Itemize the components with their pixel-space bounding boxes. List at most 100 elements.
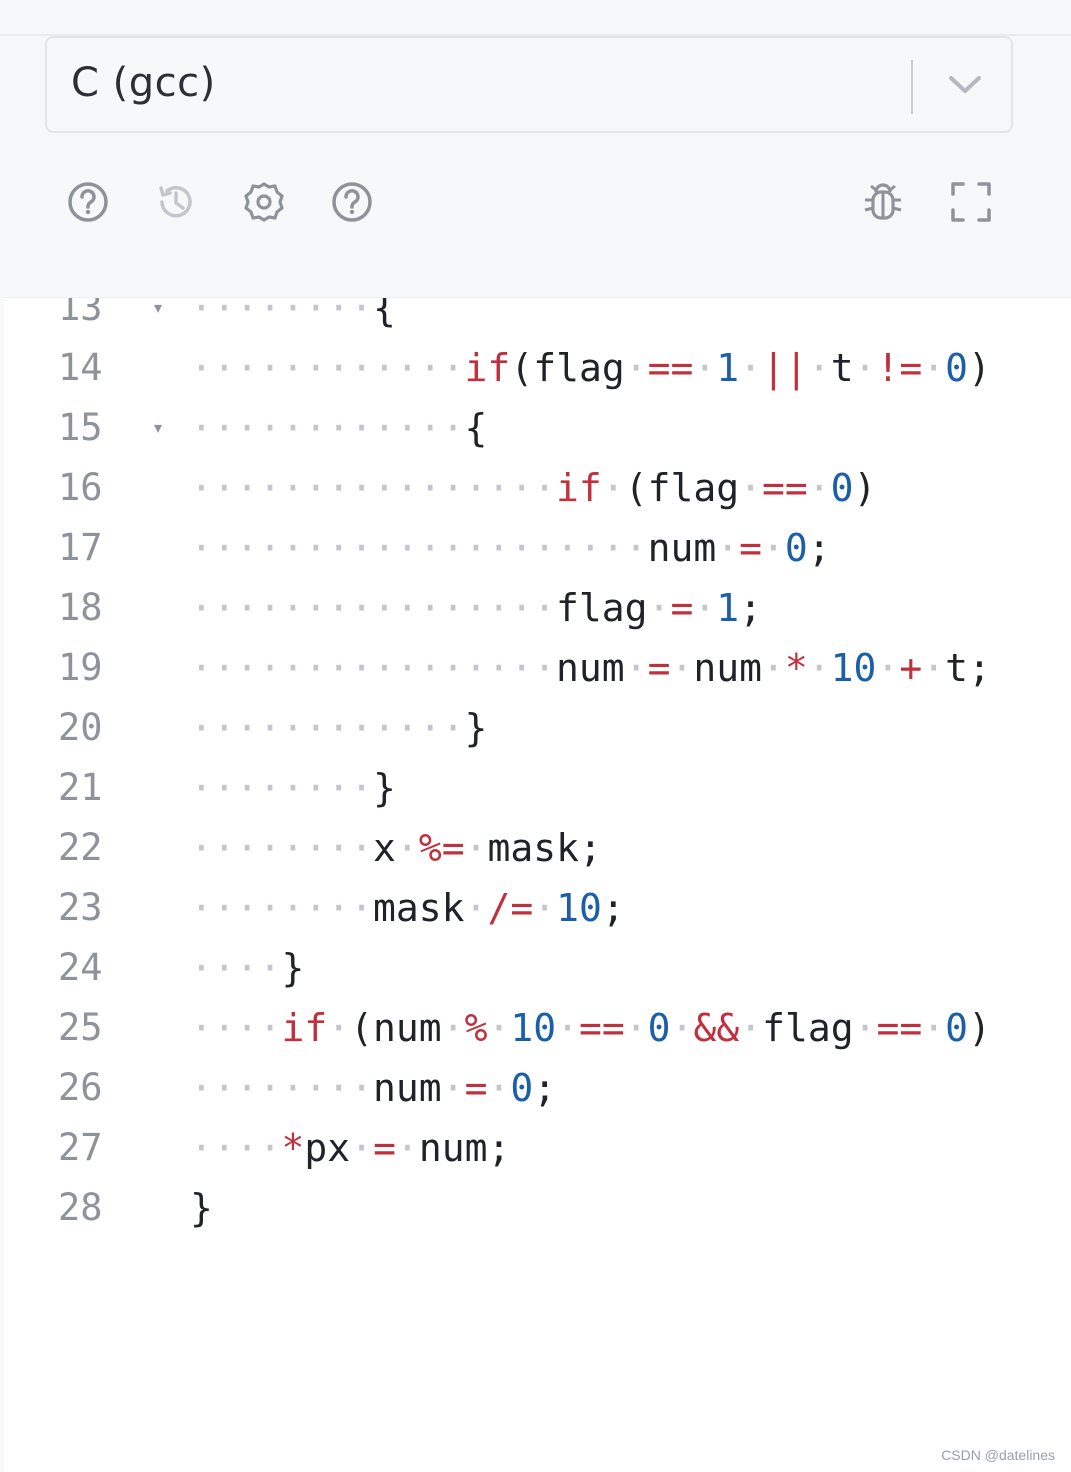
whitespace-marker: · — [670, 1006, 694, 1050]
code-line[interactable]: 24····} — [4, 938, 1071, 998]
line-number: 18 — [58, 586, 103, 629]
language-select[interactable]: C (gcc) — [45, 36, 1013, 133]
code-token: ; — [807, 526, 831, 570]
code-text: ····} — [190, 938, 304, 998]
code-text: ················if·(flag·==·0) — [190, 458, 876, 518]
code-text: ················num·=·num·*·10·+·t; — [190, 638, 991, 698]
whitespace-marker: ···················· — [190, 526, 648, 570]
code-token: 0 — [945, 1006, 969, 1050]
code-token: % — [464, 1006, 488, 1050]
whitespace-marker: · — [487, 1066, 511, 1110]
code-line[interactable]: 13 ▾ ········{ — [4, 297, 1071, 338]
whitespace-marker: · — [853, 346, 877, 390]
code-text: ············if(flag·==·1·||·t·!=·0) — [190, 338, 991, 398]
whitespace-marker: · — [441, 1006, 465, 1050]
whitespace-marker: · — [624, 346, 648, 390]
code-text: ····if·(num·%·10·==·0·&&·flag·==·0) — [190, 998, 991, 1058]
bug-icon[interactable] — [861, 180, 905, 224]
whitespace-marker: · — [624, 1006, 648, 1050]
code-token: t — [830, 346, 854, 390]
code-token: == — [761, 466, 808, 510]
line-number: 22 — [58, 826, 103, 869]
code-line[interactable]: 17····················num·=·0; — [4, 518, 1071, 578]
code-token: flag — [762, 1006, 854, 1050]
fullscreen-icon[interactable] — [949, 180, 993, 224]
fold-toggle-icon[interactable]: ▾ — [154, 298, 163, 317]
code-line[interactable]: 21········} — [4, 758, 1071, 818]
code-text: ············} — [190, 698, 487, 758]
code-line[interactable]: 22 ········x·%=·mask; — [4, 818, 1071, 878]
code-line[interactable]: 28} — [4, 1178, 1071, 1238]
code-line[interactable]: 20 ············} — [4, 698, 1071, 758]
code-text: } — [190, 1178, 213, 1238]
code-token: (num — [350, 1006, 442, 1050]
code-line[interactable]: 25····if·(num·%·10·==·0·&&·flag·==·0) — [4, 998, 1071, 1058]
code-token: num — [556, 646, 625, 690]
history-icon[interactable] — [154, 180, 198, 224]
code-token: = — [464, 1066, 488, 1110]
code-token: 0 — [945, 346, 969, 390]
whitespace-marker: · — [876, 646, 900, 690]
whitespace-marker: · — [395, 1126, 419, 1170]
line-number: 13 — [58, 297, 103, 329]
whitespace-marker: · — [739, 346, 763, 390]
code-editor[interactable]: 13▾········{14············if(flag·==·1·|… — [4, 297, 1071, 1472]
code-text: ········x·%=·mask; — [190, 818, 602, 878]
whitespace-marker: ········ — [190, 297, 374, 330]
code-token: num — [647, 526, 717, 570]
code-token: { — [373, 297, 396, 330]
code-token: || — [762, 346, 808, 390]
whitespace-marker: · — [922, 1006, 946, 1050]
code-line[interactable]: 15▾············{ — [4, 398, 1071, 458]
code-token: /= — [487, 886, 534, 930]
whitespace-marker: ················ — [190, 466, 557, 510]
code-line[interactable]: 26········num·=·0; — [4, 1058, 1071, 1118]
code-token: * — [281, 1126, 305, 1170]
code-token: } — [464, 706, 488, 750]
code-token: ) — [968, 1006, 991, 1050]
whitespace-marker: · — [693, 586, 717, 630]
code-token: } — [190, 1186, 213, 1230]
code-token: 0 — [510, 1066, 534, 1110]
code-line[interactable]: 23········mask·/=·10; — [4, 878, 1071, 938]
code-text: ············{ — [190, 398, 487, 458]
code-token: == — [579, 1006, 625, 1050]
whitespace-marker: ········ — [190, 766, 374, 810]
code-line[interactable]: 14············if(flag·==·1·||·t·!=·0) — [4, 338, 1071, 398]
code-line[interactable]: 18················flag·=·1; — [4, 578, 1071, 638]
code-token: %= — [418, 826, 465, 870]
gear-icon[interactable] — [242, 180, 286, 224]
code-text: ····*px·=·num; — [190, 1118, 510, 1178]
whitespace-marker: · — [464, 826, 488, 870]
code-token: 10 — [830, 646, 877, 690]
code-token: if — [556, 466, 602, 510]
code-token: ) — [853, 466, 877, 510]
line-number: 20 — [58, 706, 103, 749]
whitespace-marker: · — [556, 1006, 580, 1050]
whitespace-marker: · — [487, 1006, 511, 1050]
chevron-down-icon[interactable] — [945, 64, 985, 104]
code-token: (flag — [624, 466, 740, 510]
help-circle-icon[interactable] — [66, 180, 110, 224]
whitespace-marker: · — [533, 886, 557, 930]
whitespace-marker: ················ — [190, 646, 557, 690]
code-token: 0 — [784, 526, 808, 570]
code-line[interactable]: 19················num·=·num·*·10·+·t; — [4, 638, 1071, 698]
line-number: 16 — [58, 466, 103, 509]
code-token: px — [304, 1126, 351, 1170]
whitespace-marker: · — [716, 526, 740, 570]
whitespace-marker: · — [762, 646, 785, 690]
whitespace-marker: ···· — [190, 1126, 282, 1170]
code-line[interactable]: 27····*px·=·num; — [4, 1118, 1071, 1178]
help-circle-icon[interactable] — [330, 180, 374, 224]
fold-toggle-icon[interactable]: ▾ — [154, 418, 163, 437]
code-token: 0 — [647, 1006, 671, 1050]
code-token: + — [899, 646, 923, 690]
code-line[interactable]: 16 ················if·(flag·==·0) — [4, 458, 1071, 518]
code-token: num; — [418, 1126, 511, 1170]
whitespace-marker: · — [670, 646, 694, 690]
code-token: 1 — [716, 586, 740, 630]
code-token: flag — [556, 586, 648, 630]
code-token: == — [647, 346, 694, 390]
line-number: 23 — [58, 886, 103, 929]
